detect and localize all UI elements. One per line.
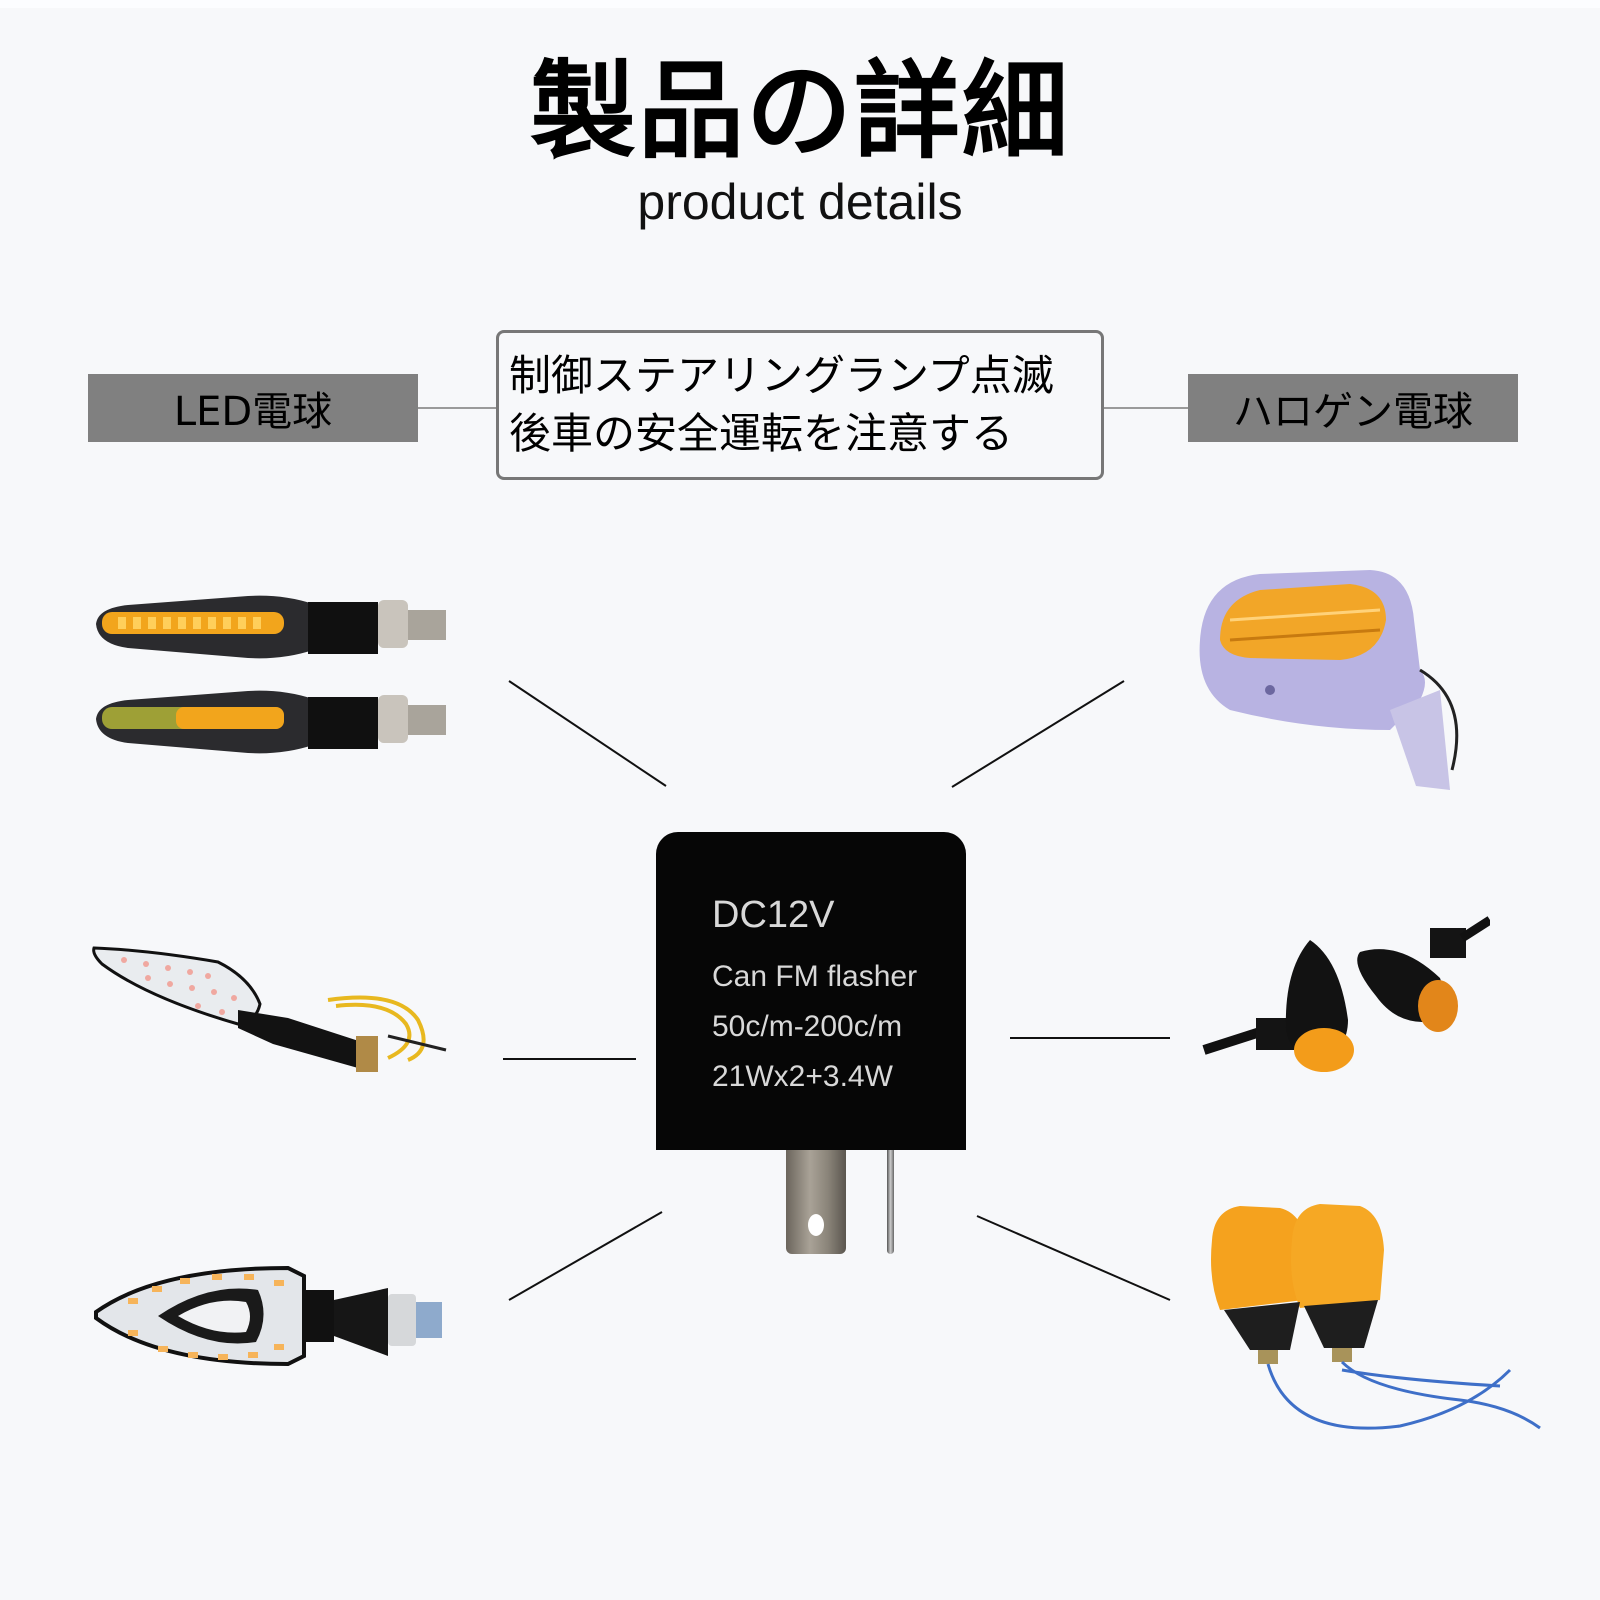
center-note-box: 制御ステアリングランプ点滅 後車の安全運転を注意する: [496, 330, 1104, 480]
flasher-rate: 50c/m-200c/m: [712, 1010, 903, 1043]
halogen-bulb-label: ハロゲン電球: [1188, 374, 1518, 442]
flasher-voltage: DC12V: [712, 894, 835, 936]
connector-line-left: [418, 407, 496, 409]
flasher-type: Can FM flasher: [712, 960, 918, 993]
bullet-indicator-icon: [1202, 916, 1490, 1072]
center-note-line2: 後車の安全運転を注意する: [509, 409, 1014, 458]
led-bulb-label: LED電球: [88, 374, 418, 442]
page-title: 製品の詳細: [530, 50, 1070, 173]
page-subtitle: product details: [637, 174, 963, 230]
flasher-relay: DC12V Can FM flasher 50c/m-200c/m 21Wx2+…: [656, 832, 966, 1150]
relay-pin-thin: [887, 1150, 894, 1254]
led-arrow-indicator-icon: [92, 946, 447, 1072]
relay-pin-wide: [786, 1150, 846, 1254]
top-edge: [0, 0, 1600, 8]
mirror-signal-icon: [1199, 570, 1459, 790]
connector-line-right: [1104, 407, 1188, 409]
flasher-load: 21Wx2+3.4W: [712, 1060, 893, 1093]
led-ring-indicator-icon: [94, 1265, 442, 1367]
led-sequential-indicator-icon: [96, 595, 446, 754]
amber-indicator-icon: [1211, 1204, 1541, 1430]
center-note-line1: 制御ステアリングランプ点滅: [509, 351, 1054, 400]
